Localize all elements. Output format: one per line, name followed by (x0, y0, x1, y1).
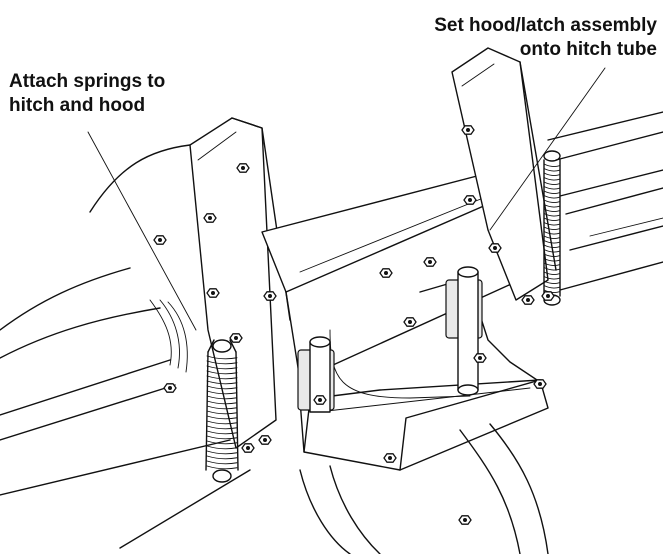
hitch-tube (299, 423, 549, 554)
spring-coil (543, 249, 561, 253)
spring-coil (206, 435, 238, 440)
spring-coil (543, 168, 561, 172)
bolt-center (463, 518, 467, 522)
bolt-center (428, 260, 432, 264)
spring-coil (543, 208, 561, 212)
spring-coil (543, 271, 561, 275)
spring-coil (543, 267, 561, 271)
spring-coil (543, 253, 561, 257)
spring-coil (206, 360, 238, 365)
spring-coil (543, 181, 561, 185)
spring-coil (543, 276, 561, 280)
hitch-bracket (299, 277, 549, 471)
spring-coil (206, 455, 238, 460)
spring-coil (543, 213, 561, 217)
spring-coil (206, 445, 238, 450)
spring-coil (543, 258, 561, 262)
bolt-center (211, 291, 215, 295)
leader-line-left (87, 131, 197, 331)
bolt-center (158, 238, 162, 242)
spring-coil (206, 420, 238, 425)
spring-coil (206, 400, 238, 405)
bolt-center (246, 446, 250, 450)
spring-coil (543, 217, 561, 221)
spring-coil (206, 425, 238, 430)
spring-coil (543, 222, 561, 226)
spring-right-icon (543, 150, 561, 306)
spring-coil (543, 172, 561, 176)
spring-coil (206, 410, 238, 415)
spring-coil (206, 415, 238, 420)
callout-left-line2: hitch and hood (9, 95, 146, 116)
callout-left-line1: Attach springs to (9, 71, 166, 92)
right-upright-plate (451, 47, 557, 301)
spring-coil (543, 280, 561, 284)
bolts (153, 125, 555, 525)
callout-right-line2: onto hitch tube (519, 39, 657, 60)
spring-coil (543, 231, 561, 235)
spring-coil (543, 199, 561, 203)
bolt-center (234, 336, 238, 340)
spring-coil (543, 262, 561, 266)
bolt-center (526, 298, 530, 302)
spring-coil (206, 390, 238, 395)
bolt-center (546, 294, 550, 298)
bolt-center (268, 294, 272, 298)
callout-right-line1: Set hood/latch assembly (434, 15, 657, 36)
bolt-center (468, 198, 472, 202)
spring-coil (206, 460, 238, 465)
spring-coil (206, 370, 238, 375)
bolt-center (493, 246, 497, 250)
spring-coil (543, 186, 561, 190)
hood-panel-left (0, 144, 251, 549)
bolt-center (388, 456, 392, 460)
spring-left-icon (205, 339, 239, 483)
callout-set-hood-latch: Set hood/latch assembly onto hitch tube (434, 14, 657, 62)
spring-coil (206, 405, 238, 410)
spring-coil (543, 285, 561, 289)
bolt-center (263, 438, 267, 442)
spring-coil (543, 177, 561, 181)
spring-coil (543, 235, 561, 239)
spring-coil (206, 375, 238, 380)
bolt-center (384, 271, 388, 275)
spring-coil (206, 355, 238, 360)
callout-attach-springs: Attach springs to hitch and hood (9, 70, 165, 118)
latch-left (297, 336, 335, 413)
spring-coil (206, 440, 238, 445)
bolt-center (318, 398, 322, 402)
spring-coil (543, 190, 561, 194)
spring-coil (206, 465, 238, 470)
spring-coil (543, 226, 561, 230)
bolt-center (241, 166, 245, 170)
bolt-center (466, 128, 470, 132)
bolt-center (168, 386, 172, 390)
bolt-center (208, 216, 212, 220)
spring-coil (543, 244, 561, 248)
spring-coil (543, 163, 561, 167)
spring-coil (543, 195, 561, 199)
bolt-center (478, 356, 482, 360)
spring-coil (206, 450, 238, 455)
spring-coil (206, 365, 238, 370)
side-rails (547, 111, 663, 291)
bolt-center (538, 382, 542, 386)
spring-coil (543, 204, 561, 208)
spring-coil (543, 240, 561, 244)
latch-right (445, 266, 483, 396)
spring-coil (206, 395, 238, 400)
spring-coil (206, 380, 238, 385)
spring-coil (206, 385, 238, 390)
bolt-center (408, 320, 412, 324)
spring-coil (206, 430, 238, 435)
leader-line-right (489, 67, 606, 231)
